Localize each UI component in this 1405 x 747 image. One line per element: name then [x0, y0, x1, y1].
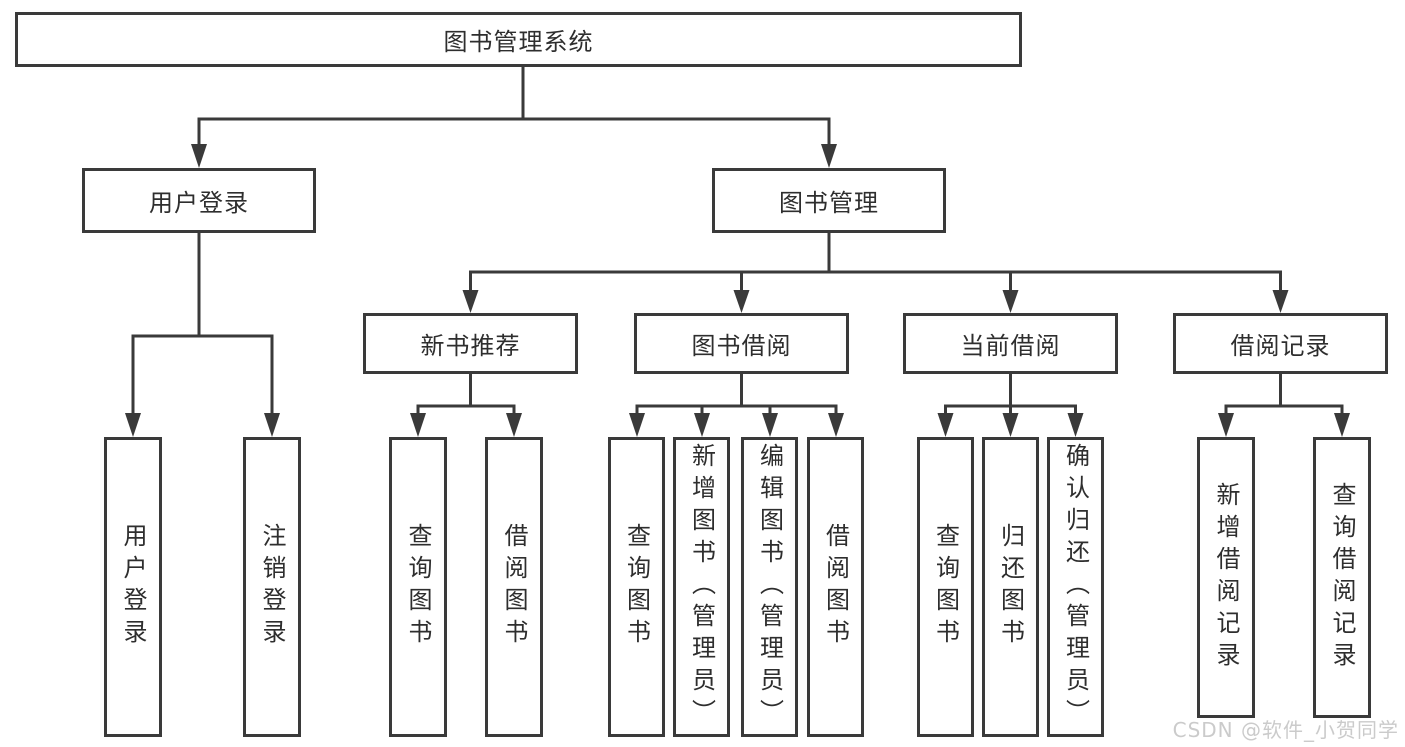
node-new-book-recommendation: 新书推荐: [363, 313, 578, 374]
connector-user-login-to-leaves: [131, 233, 274, 416]
connector-book-management-to-modules: [469, 233, 1282, 293]
leaf-label: 新增图书（管理员）: [687, 443, 716, 731]
leaf-borrow-books: 借阅图书: [807, 437, 864, 737]
connector-borrow-record-to-leaves: [1224, 374, 1344, 418]
node-label: 新书推荐: [420, 332, 521, 360]
node-user-login: 用户登录: [82, 168, 316, 233]
node-current-borrowing: 当前借阅: [903, 313, 1118, 374]
node-borrowing-records: 借阅记录: [1173, 313, 1388, 374]
leaf-query-books-borrow: 查询图书: [608, 437, 665, 737]
node-library-management-system: 图书管理系统: [15, 12, 1022, 67]
leaf-return-books: 归还图书: [982, 437, 1039, 737]
leaf-edit-books-admin: 编辑图书（管理员）: [741, 437, 798, 737]
leaf-label: 借阅图书: [821, 523, 850, 651]
connector-new-book-to-leaves: [416, 374, 516, 418]
leaf-label: 查询图书: [931, 523, 960, 651]
leaf-label: 编辑图书（管理员）: [755, 443, 784, 731]
node-label: 借阅记录: [1230, 332, 1331, 360]
leaf-add-books-admin: 新增图书（管理员）: [673, 437, 730, 737]
arrowheads: [125, 144, 1350, 437]
node-label: 图书借阅: [691, 332, 792, 360]
csdn-watermark: CSDN @软件_小贺同学: [1172, 718, 1399, 742]
connector-book-borrow-to-leaves: [635, 374, 838, 418]
leaf-borrow-books-recommend: 借阅图书: [485, 437, 543, 737]
leaf-label: 归还图书: [996, 523, 1025, 651]
leaf-label: 用户登录: [119, 523, 147, 651]
leaf-label: 注销登录: [258, 523, 286, 651]
node-label: 图书管理: [779, 189, 879, 217]
node-label: 图书管理系统: [443, 28, 594, 56]
leaf-add-borrow-record: 新增借阅记录: [1197, 437, 1255, 718]
leaf-label: 确认归还（管理员）: [1061, 443, 1090, 731]
leaf-logout: 注销登录: [243, 437, 301, 737]
leaf-user-login: 用户登录: [104, 437, 162, 737]
leaf-query-books-current: 查询图书: [917, 437, 974, 737]
leaf-label: 查询借阅记录: [1328, 481, 1356, 674]
connector-root-to-branches: [197, 67, 831, 150]
leaf-query-borrow-record: 查询借阅记录: [1313, 437, 1371, 718]
node-label: 当前借阅: [960, 332, 1061, 360]
leaf-label: 查询图书: [622, 523, 651, 651]
node-book-borrowing: 图书借阅: [634, 313, 849, 374]
leaf-confirm-return-admin: 确认归还（管理员）: [1047, 437, 1104, 737]
connector-current-borrow-to-leaves: [944, 374, 1077, 418]
node-label: 用户登录: [149, 189, 249, 217]
leaf-label: 新增借阅记录: [1212, 481, 1240, 674]
leaf-label: 借阅图书: [500, 523, 528, 651]
leaf-query-books-recommend: 查询图书: [389, 437, 447, 737]
leaf-label: 查询图书: [404, 523, 432, 651]
node-book-management: 图书管理: [712, 168, 946, 233]
